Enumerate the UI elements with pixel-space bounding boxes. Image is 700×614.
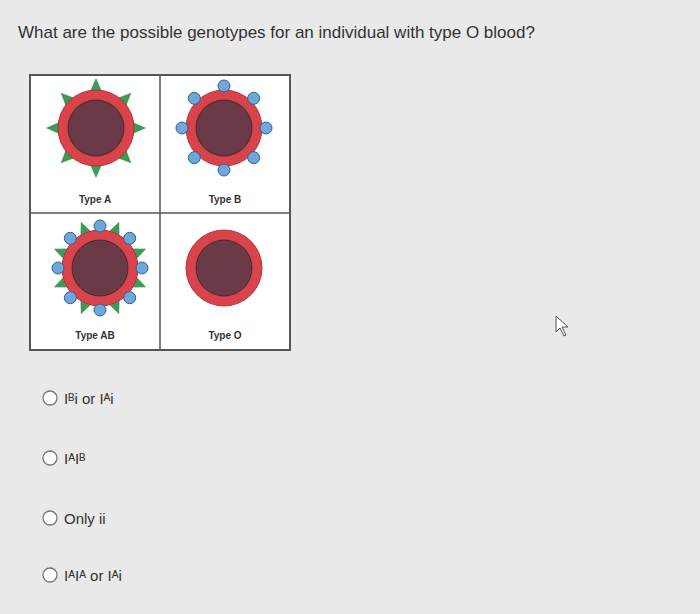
antigen-b (188, 92, 200, 104)
answer-option: IᴬIᴮ (64, 450, 85, 467)
antigen-b (94, 304, 106, 316)
red-blood-cell (176, 80, 272, 176)
blood-type-label: Type O (161, 330, 289, 341)
blood-type-cell: Type B (161, 76, 289, 212)
blood-type-label: Type A (31, 194, 159, 205)
red-blood-cell (46, 78, 146, 178)
antigen-b (124, 292, 136, 304)
grid-frame (30, 75, 290, 350)
antigen-b (124, 232, 136, 244)
antigen-b (52, 262, 64, 274)
red-blood-cell (52, 220, 148, 316)
antigen-b (64, 232, 76, 244)
antigen-b (218, 80, 230, 92)
radio-button (43, 511, 57, 525)
antigen-b (248, 92, 260, 104)
grid-line (30, 212, 290, 214)
blood-type-label: Type B (161, 194, 289, 205)
cell-core (68, 100, 124, 156)
antigen-b (248, 152, 260, 164)
blood-type-label: Type AB (31, 330, 159, 341)
blood-type-cell: Type A (31, 76, 159, 212)
answer-option: Only ii (64, 510, 106, 527)
antigen-b (176, 122, 188, 134)
cell-membrane (186, 90, 262, 166)
blood-type-cell: Type O (161, 214, 289, 349)
antigen-b (94, 220, 106, 232)
answer-option: IᴬIᴬ or Iᴬi (64, 567, 122, 584)
cell-core (72, 240, 128, 296)
antigen-b (136, 262, 148, 274)
radio-button (43, 568, 57, 582)
blood-type-cell: Type AB (31, 214, 159, 349)
antigen-b (188, 152, 200, 164)
red-blood-cell (186, 230, 262, 306)
cell-core (196, 100, 252, 156)
question-title: What are the possible genotypes for an i… (18, 23, 535, 43)
radio-button (43, 391, 57, 405)
cell-core (196, 240, 252, 296)
cell-membrane (58, 90, 134, 166)
antigen-b (64, 292, 76, 304)
cell-membrane (186, 230, 262, 306)
radio-button (43, 451, 57, 465)
antigen-b (260, 122, 272, 134)
mouse-cursor (556, 316, 568, 336)
antigen-b (218, 164, 230, 176)
answer-option: Iᴮi or Iᴬi (64, 390, 114, 407)
cell-membrane (62, 230, 138, 306)
